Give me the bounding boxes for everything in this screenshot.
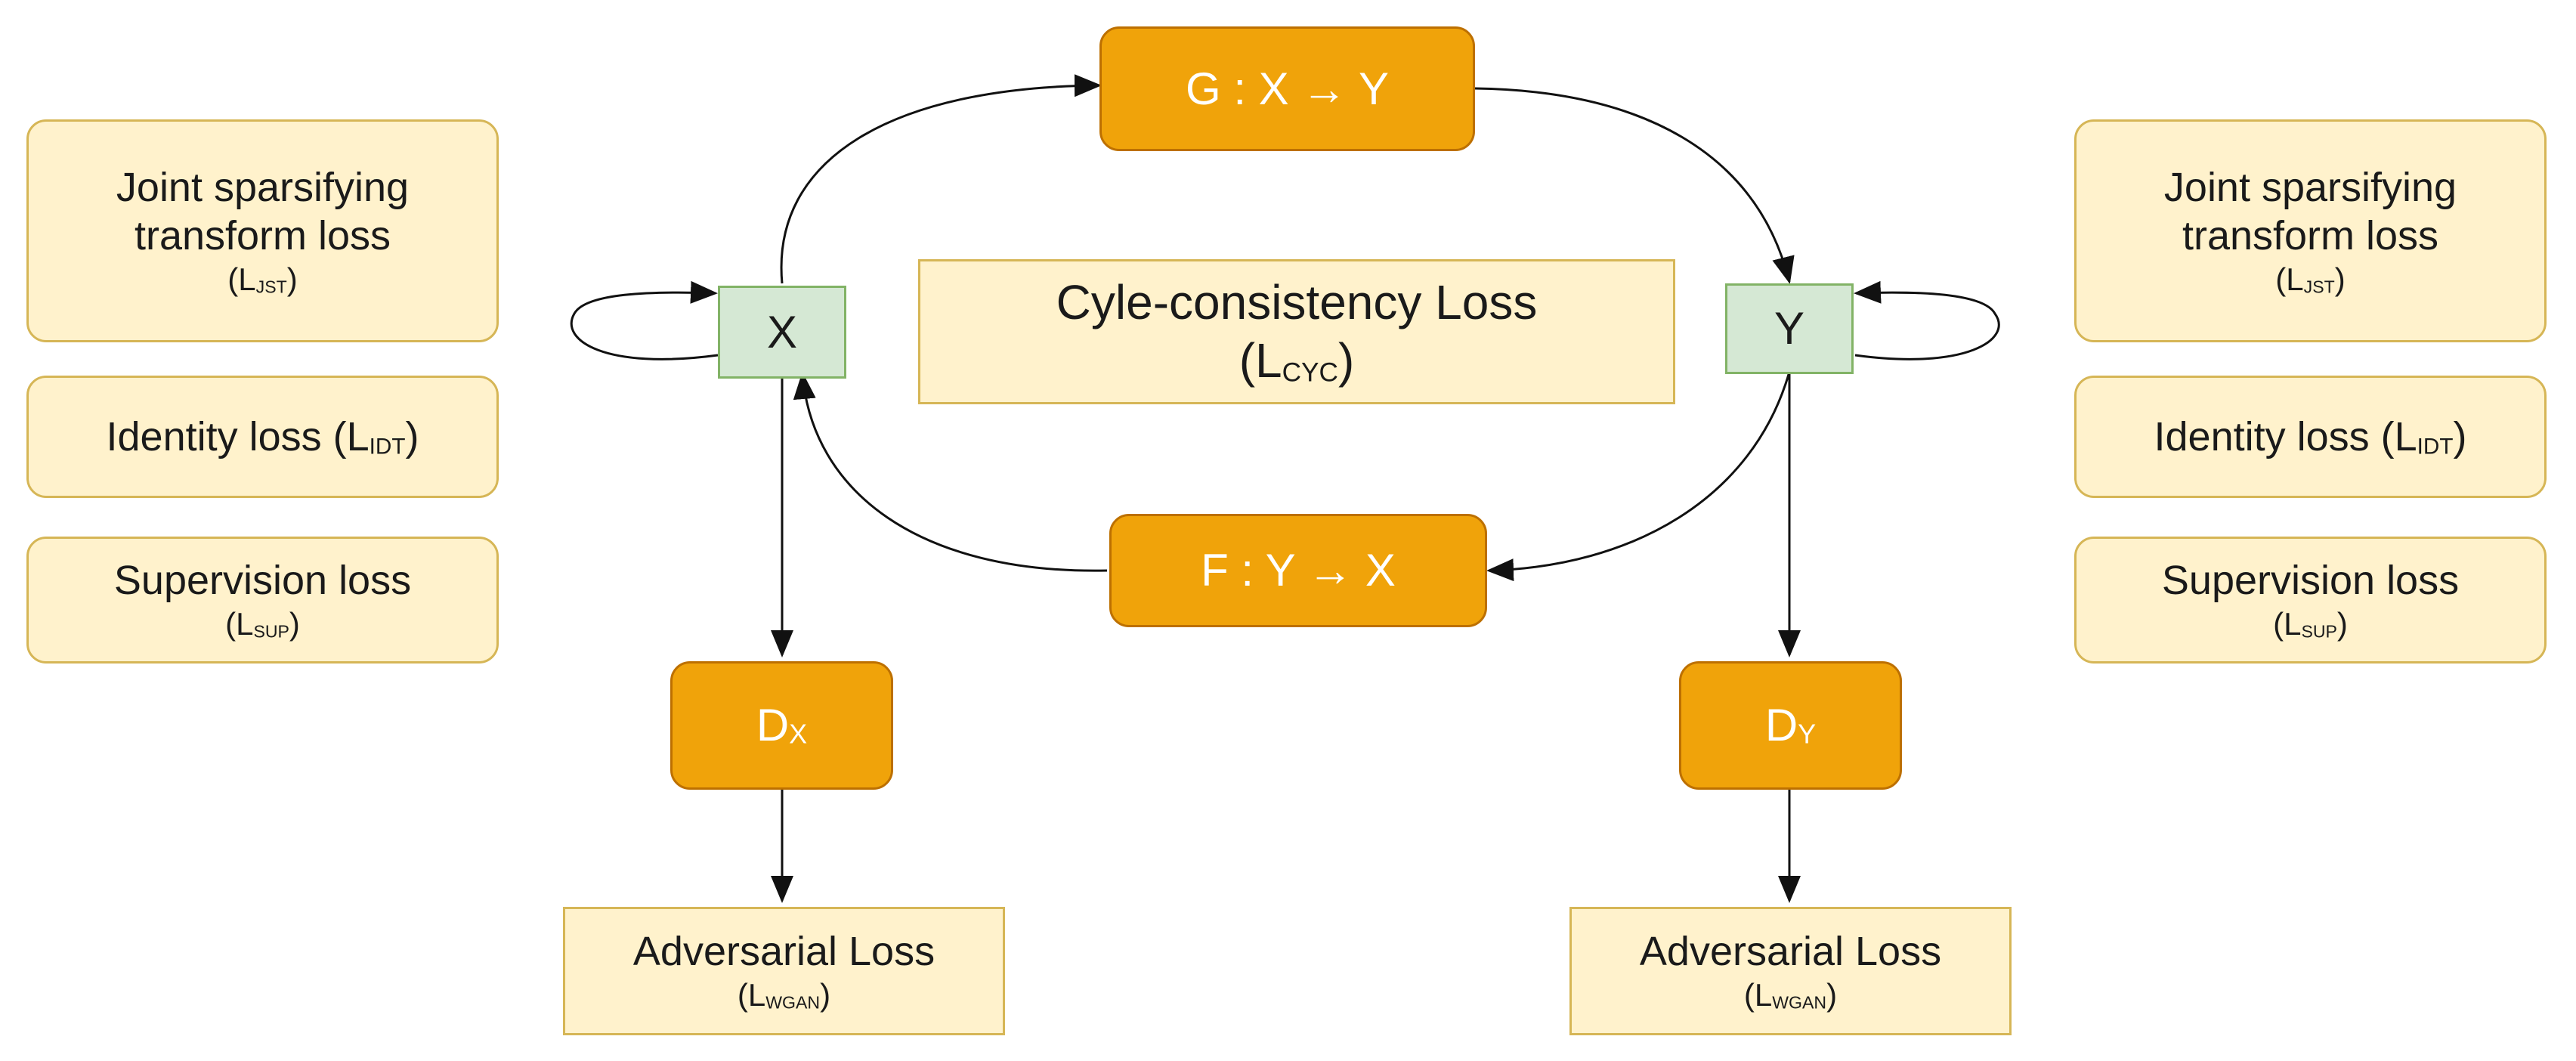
domain-x-label: X [766, 306, 798, 357]
domain-x-node: X [718, 286, 846, 379]
left-sup-line1: Supervision loss [113, 558, 412, 604]
right-jst-line1: Joint sparsifying [2163, 164, 2457, 210]
left-jst-loss-box: Joint sparsifying transform loss (LJST) [26, 119, 499, 342]
adversarial-x-line1: Adversarial Loss [632, 929, 935, 975]
arrow-y-self-loop [1854, 280, 2000, 360]
left-idt-loss-box: Identity loss (LIDT) [26, 376, 499, 498]
adversarial-loss-y-box: Adversarial Loss (LWGAN) [1569, 907, 2012, 1035]
left-jst-line1: Joint sparsifying [116, 164, 410, 210]
left-sup-symbol: (LSUP) [225, 606, 300, 642]
left-jst-line2: transform loss [134, 213, 391, 259]
left-jst-symbol: (LJST) [227, 261, 298, 298]
right-jst-symbol: (LJST) [2275, 261, 2346, 298]
cycle-loss-line1: Cyle-consistency Loss [1056, 275, 1538, 330]
arrow-g-to-y [1474, 87, 1795, 284]
generator-g-label: G : X → Y [1186, 63, 1389, 114]
adversarial-y-symbol: (LWGAN) [1743, 977, 1838, 1013]
adversarial-loss-x-box: Adversarial Loss (LWGAN) [563, 907, 1005, 1035]
discriminator-x-box: DX [670, 661, 893, 790]
domain-y-node: Y [1725, 283, 1854, 374]
right-sup-loss-box: Supervision loss (LSUP) [2074, 537, 2547, 664]
arrow-x-self-loop [570, 280, 719, 360]
arrow-f-to-x [793, 372, 1108, 572]
cycle-consistency-loss-box: Cyle-consistency Loss (LCYC) [918, 259, 1675, 404]
adversarial-x-symbol: (LWGAN) [737, 977, 831, 1013]
right-idt-loss-box: Identity loss (LIDT) [2074, 376, 2547, 498]
generator-f-box: F : Y → X [1109, 514, 1487, 627]
arrow-x-to-g [780, 74, 1102, 284]
left-sup-loss-box: Supervision loss (LSUP) [26, 537, 499, 664]
right-jst-loss-box: Joint sparsifying transform loss (LJST) [2074, 119, 2547, 342]
generator-f-label: F : Y → X [1201, 545, 1396, 595]
discriminator-y-label: DY [1764, 700, 1817, 750]
discriminator-x-label: DX [756, 700, 808, 750]
domain-y-label: Y [1774, 303, 1805, 354]
discriminator-y-box: DY [1679, 661, 1902, 790]
cycle-loss-symbol: (LCYC) [1239, 333, 1355, 388]
right-sup-line1: Supervision loss [2161, 558, 2460, 604]
left-idt-label: Identity loss (LIDT) [106, 413, 419, 459]
adversarial-y-line1: Adversarial Loss [1639, 929, 1942, 975]
generator-g-box: G : X → Y [1099, 26, 1475, 151]
right-jst-line2: transform loss [2182, 213, 2439, 259]
right-sup-symbol: (LSUP) [2273, 606, 2348, 642]
right-idt-label: Identity loss (LIDT) [2154, 413, 2467, 459]
arrow-y-to-f [1486, 371, 1791, 582]
